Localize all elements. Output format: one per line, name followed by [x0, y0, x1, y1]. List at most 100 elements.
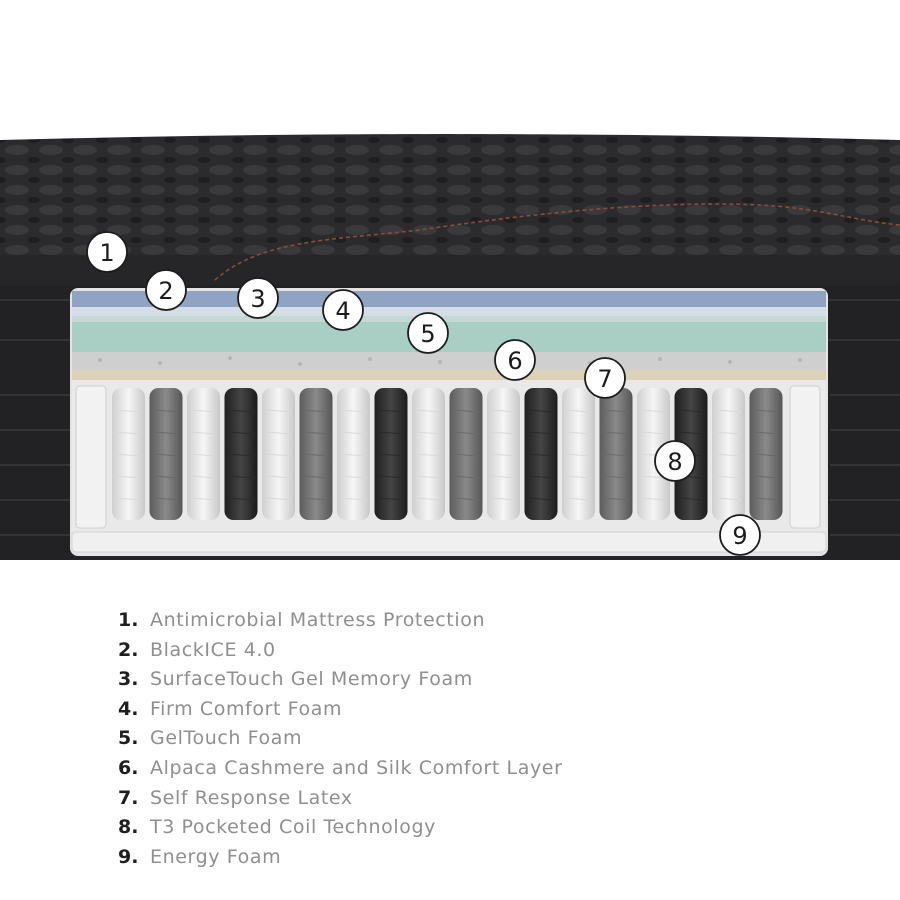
pocketed-coil [187, 388, 220, 520]
coil-pocket-seam [302, 453, 330, 457]
callout-7-circle [584, 357, 626, 399]
legend-label: Energy Foam [150, 845, 282, 868]
layer-energy-foam-base [71, 531, 827, 553]
legend-number: 1. [118, 609, 139, 631]
coil-pocket-seam [114, 409, 143, 413]
coil-pocket-seam [452, 409, 480, 413]
coil-pocket-seam [489, 453, 518, 457]
legend-number: 2. [118, 638, 139, 661]
coil-pocket-seam [227, 409, 255, 413]
coil-pocket-seam [489, 409, 518, 413]
legend-number: 9. [118, 845, 139, 868]
callout-8-circle [654, 440, 696, 482]
callout-3-circle [237, 277, 279, 319]
pocketed-coil [637, 388, 670, 520]
coil-pocket-seam [564, 431, 593, 435]
legend-number: 7. [118, 786, 139, 809]
coil-pocket-seam [189, 453, 218, 457]
pillow-top-edge [0, 255, 900, 285]
callout-6: 6 [494, 339, 536, 381]
coil-pocket-seam [714, 431, 743, 435]
coil-pocket-seam [414, 475, 443, 479]
pocketed-coil [599, 388, 633, 520]
coil-pocket-seam [377, 475, 405, 479]
coil-pocket-seam [339, 497, 368, 501]
coil-pocket-seam [677, 497, 705, 501]
coil-pocket-seam [602, 475, 630, 479]
coil-pocket-seam [602, 431, 630, 435]
legend-label: T3 Pocketed Coil Technology [150, 816, 436, 839]
coil-pocket-seam [752, 431, 780, 435]
callout-9-number: 9 [732, 522, 747, 550]
coil-pocket-seam [227, 475, 255, 479]
coil-pocket-seam [602, 453, 630, 457]
legend-number: 6. [118, 756, 139, 779]
energy-foam-right-rail [789, 385, 821, 529]
coil-pocket-seam [264, 453, 293, 457]
callout-9: 9 [719, 514, 761, 556]
coil-pocket-seam [489, 431, 518, 435]
coil-pocket-seam [377, 409, 405, 413]
layer-self-response-latex [72, 370, 826, 380]
legend-label: Alpaca Cashmere and Silk Comfort Layer [150, 756, 563, 779]
cutaway-interior [70, 288, 828, 556]
legend-label: GelTouch Foam [150, 727, 303, 750]
pocketed-coil [487, 388, 520, 520]
coil-pocket-seam [264, 497, 293, 501]
callout-2-circle [145, 269, 187, 311]
pocketed-coil [449, 388, 483, 520]
callout-4: 4 [322, 289, 364, 331]
legend-item-antimicrobial-protection: 1.Antimicrobial Mattress Protection [118, 606, 563, 636]
coil-pocket-seam [602, 409, 630, 413]
legend-item-self-response-latex: 7. Self Response Latex [118, 784, 563, 814]
legend-item-blackice: 2. BlackICE 4.0 [118, 636, 563, 666]
coil-pocket-seam [227, 453, 255, 457]
pocketed-coil [712, 388, 745, 520]
legend-label: BlackICE 4.0 [150, 638, 276, 661]
coil-pocket-seam [189, 497, 218, 501]
coil-pocket-seam [489, 475, 518, 479]
callout-9-circle [719, 514, 761, 556]
callout-1-circle [86, 231, 128, 273]
callout-1-number: 1 [99, 239, 114, 267]
pocketed-coil [262, 388, 295, 520]
coil-pocket-seam [714, 497, 743, 501]
coil-pocket-seam [339, 431, 368, 435]
coil-pocket-seam [414, 409, 443, 413]
layer-geltouch-foam [72, 322, 826, 352]
coil-pocket-seam [639, 409, 668, 413]
coil-pocket-seam [264, 409, 293, 413]
callout-2-number: 2 [158, 277, 173, 305]
callout-5: 5 [407, 312, 449, 354]
energy-foam-left-rail [75, 385, 107, 529]
pocketed-coil [374, 388, 408, 520]
layer-surfacetouch-gel-memory-foam [72, 307, 826, 316]
mattress-cutaway-diagram: 1 2 3 4 5 6 7 8 9 [0, 134, 900, 560]
coil-pocket-seam [152, 497, 180, 501]
coil-pocket-seam [527, 409, 555, 413]
pocketed-coil [562, 388, 595, 520]
coil-pocket-seam [564, 475, 593, 479]
coil-pocket-seam [564, 497, 593, 501]
coil-pocket-seam [152, 431, 180, 435]
layer-alpaca-cashmere-silk [72, 352, 826, 370]
legend-item-alpaca-cashmere-silk: 6. Alpaca Cashmere and Silk Comfort Layer [118, 754, 563, 784]
coil-pocket-seam [414, 431, 443, 435]
pocketed-coil [749, 388, 783, 520]
coil-pocket-seam [527, 431, 555, 435]
legend-item-geltouch-foam: 5.GelTouch Foam [118, 724, 563, 754]
coil-pocket-seam [377, 497, 405, 501]
coil-pocket-seam [152, 453, 180, 457]
coil-pocket-seam [714, 475, 743, 479]
coil-pocket-seam [752, 409, 780, 413]
coil-pocket-seam [114, 497, 143, 501]
legend-label: Self Response Latex [150, 786, 353, 809]
callout-1: 1 [86, 231, 128, 273]
callout-7-number: 7 [597, 365, 612, 393]
legend-label: SurfaceTouch Gel Memory Foam [150, 668, 473, 691]
callout-2: 2 [145, 269, 187, 311]
coil-pocket-seam [639, 431, 668, 435]
layer-firm-comfort-foam [72, 316, 826, 322]
coil-pocket-seam [564, 409, 593, 413]
coil-pocket-seam [227, 497, 255, 501]
